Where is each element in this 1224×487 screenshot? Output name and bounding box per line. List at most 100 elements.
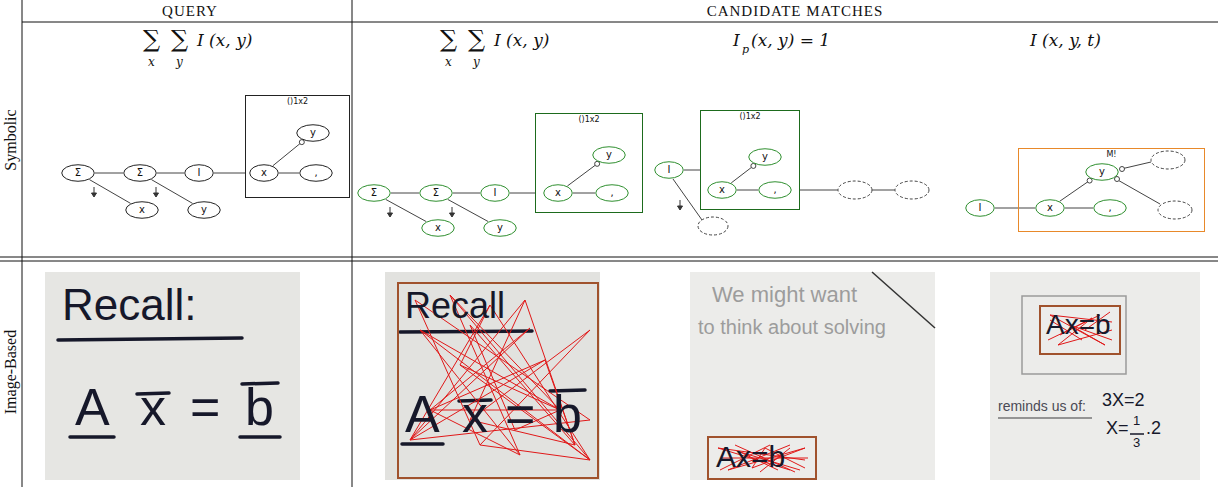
node-text: y (1099, 167, 1105, 177)
tree-edge (448, 199, 488, 221)
tree-node: x (1035, 199, 1065, 217)
node-text: x (719, 185, 725, 195)
handwritten-text: Recall (405, 285, 505, 326)
handwritten-text: A (75, 378, 110, 438)
subtree-box: M!y x, (1018, 148, 1205, 232)
node-ellipse (481, 185, 510, 202)
link-circle (751, 163, 756, 168)
node-text: Σ (433, 188, 439, 198)
handwritten-text: = (190, 378, 220, 438)
math-text: I (x, y) (197, 31, 252, 51)
node-ellipse (484, 220, 517, 237)
math-symbol: ∑ (171, 26, 188, 54)
subtree-box: ()1x2yx, (245, 95, 350, 198)
tree-node: y (1085, 163, 1119, 181)
tree-edge (567, 162, 599, 186)
node-text: x (261, 168, 267, 178)
tree-node: Σ (357, 184, 391, 202)
node-text: , (314, 168, 317, 178)
tree-node: y (483, 219, 517, 237)
tree-edge (1065, 208, 1093, 209)
box-label: ()1x2 (739, 113, 760, 121)
handwritten-text: b (245, 378, 274, 438)
column-header: CANDIDATE MATCHES (707, 3, 884, 20)
tree-node: Σ (419, 184, 453, 202)
tree-edge (279, 173, 299, 174)
subtree-box: ()1x2yx, (700, 110, 800, 210)
empty-node (698, 217, 728, 235)
math-text: I (x, y) (494, 31, 549, 51)
direction-arrow (450, 213, 455, 217)
node-ellipse (420, 185, 453, 202)
math-text: I (733, 31, 740, 51)
pen-stroke (1022, 296, 1126, 374)
tree-edge (95, 173, 123, 174)
row-label: Symbolic (2, 109, 20, 170)
tree-node: x (421, 219, 455, 237)
tree-node: y (296, 124, 330, 142)
node-text: y (201, 205, 207, 215)
handwritten-text: Ax=b (716, 440, 785, 475)
photo-ground (45, 272, 300, 480)
tree-node: Σ (123, 164, 157, 182)
handwritten-text: = (505, 385, 535, 445)
node-ellipse (749, 149, 782, 166)
box-label: M! (1106, 151, 1116, 159)
tree-node: Σ (61, 164, 95, 182)
handwritten-text: reminds us of: (998, 398, 1086, 414)
math-text: y (473, 56, 480, 70)
tree-node: , (595, 184, 629, 202)
node-ellipse (62, 165, 95, 182)
direction-arrow (92, 193, 97, 197)
handwritten-text: 3X=2 (1102, 390, 1145, 411)
subtree-box: ()1x2yx, (535, 113, 643, 213)
handwritten-text: 1 (1133, 414, 1140, 429)
math-text: p (742, 44, 749, 57)
node-text: x (555, 188, 561, 198)
node-text: Σ (137, 168, 143, 178)
tree-node: , (1093, 199, 1127, 217)
empty-node (1158, 201, 1192, 219)
tree-edge (157, 173, 184, 174)
node-text: I (668, 165, 671, 175)
node-ellipse (708, 182, 737, 199)
handwritten-text: 3 (1133, 436, 1140, 451)
tree-edge (995, 208, 1035, 209)
node-text: y (497, 223, 503, 233)
tree-node: y (592, 146, 626, 164)
node-text: I (198, 168, 201, 178)
handwritten-text: We might want (712, 282, 857, 307)
tree-edge (89, 180, 130, 204)
photo-ground (990, 272, 1200, 480)
tree-edge (386, 199, 426, 221)
tree-edge (214, 173, 245, 174)
node-text: Σ (75, 168, 81, 178)
tree-link (1116, 179, 1160, 204)
node-text: , (1108, 203, 1111, 213)
direction-arrow (678, 206, 683, 210)
node-text: I (979, 203, 982, 213)
math-text: (x, y) = 1 (751, 31, 830, 51)
photo-ground (385, 272, 600, 480)
tree-node: I (654, 161, 684, 179)
node-ellipse (966, 200, 995, 217)
link-circle (299, 140, 304, 145)
pen-stroke (58, 338, 242, 340)
tree-node: I (184, 164, 214, 182)
node-text: y (606, 150, 612, 160)
node-ellipse (759, 182, 792, 199)
node-text: y (762, 152, 768, 162)
table-rule (22, 22, 1218, 23)
handwritten-text: A (405, 385, 440, 445)
empty-node (838, 181, 872, 199)
math-text: y (176, 56, 183, 70)
node-ellipse (297, 125, 330, 142)
direction-arrow (154, 193, 159, 197)
tree-link (800, 190, 838, 191)
node-text: x (435, 223, 441, 233)
node-ellipse (188, 202, 221, 219)
handwritten-text: Ax=b (1046, 309, 1111, 341)
link-circle (595, 161, 600, 166)
tree-node: I (965, 199, 995, 217)
tree-link (872, 190, 895, 191)
